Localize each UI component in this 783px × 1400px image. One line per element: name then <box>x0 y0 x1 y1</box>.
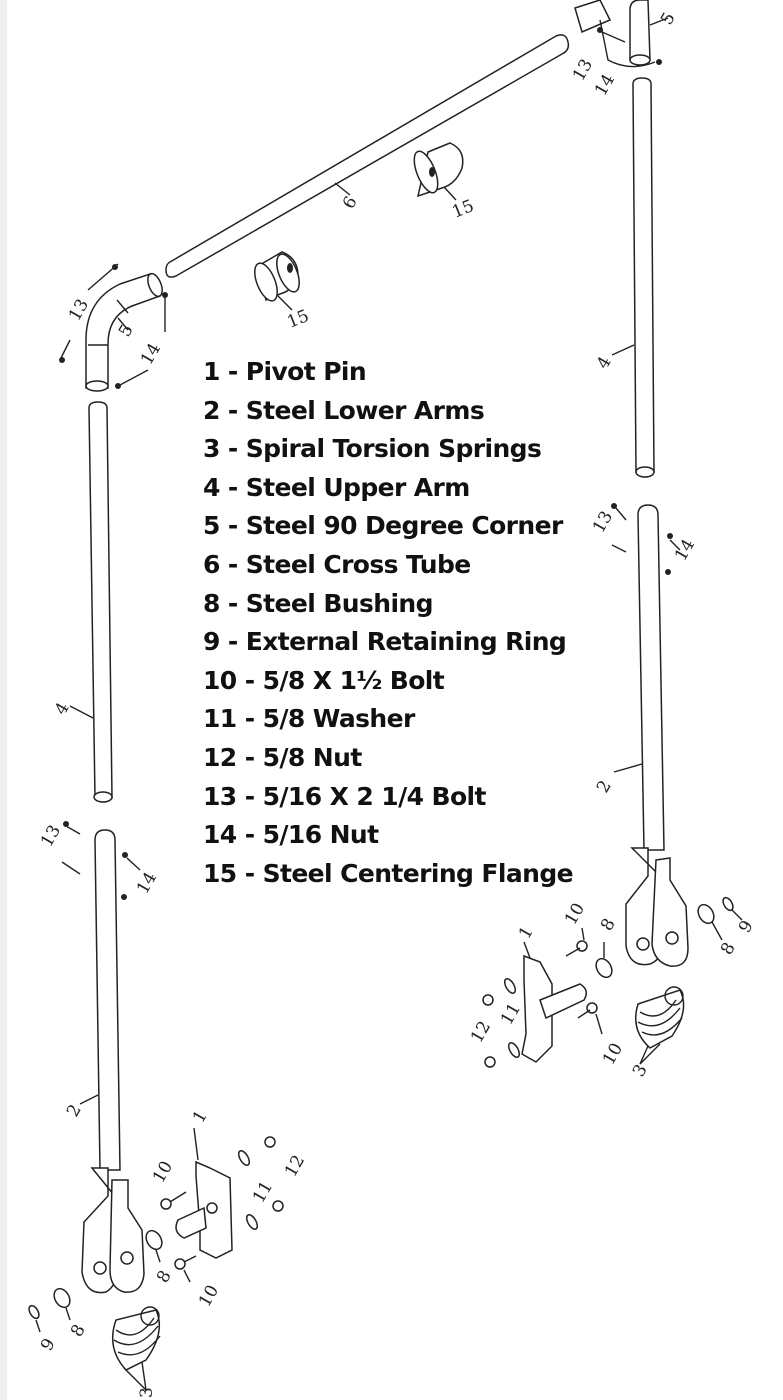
legend-item-bolt-5-8: 10 - 5/8 X 1½ Bolt <box>203 665 445 695</box>
legend-item-nut-5-8: 12 - 5/8 Nut <box>203 742 362 772</box>
legend-item-bolt-5-16: 13 - 5/16 X 2 1/4 Bolt <box>203 781 486 811</box>
callout-14-right-arm: 14 <box>671 536 699 565</box>
callout-13-tr: 13 <box>569 56 597 85</box>
callout-1-right: 1 <box>515 923 538 942</box>
callout-11-right: 11 <box>497 1000 525 1029</box>
callout-5-tr: 5 <box>657 9 680 28</box>
right-lower-arm: 13 14 2 <box>589 503 699 967</box>
callout-12-right: 12 <box>467 1018 495 1047</box>
callout-11-left: 11 <box>249 1178 277 1207</box>
callout-10-left-lower: 10 <box>195 1282 223 1311</box>
right-hardware: 1 10 10 8 8 9 12 11 <box>467 896 758 1081</box>
callout-12-left: 12 <box>281 1152 309 1181</box>
callout-5-tl: 5 <box>115 321 138 340</box>
centering-flange-lower: 15 <box>254 251 312 333</box>
centering-flange-upper: 15 <box>413 142 477 223</box>
callout-8-right-b: 8 <box>717 939 740 958</box>
callout-2-right: 2 <box>593 777 616 796</box>
legend-item-nut-5-16: 14 - 5/16 Nut <box>203 820 379 850</box>
callout-14-tl: 14 <box>137 340 165 369</box>
legend-item-steel-bushing: 8 - Steel Bushing <box>203 588 434 618</box>
legend-item-external-retaining-ring: 9 - External Retaining Ring <box>203 627 567 657</box>
callout-10-right-upper: 10 <box>561 900 589 929</box>
right-upper-arm: 4 <box>593 77 655 478</box>
legend-item-pivot-pin: 1 - Pivot Pin <box>203 357 367 386</box>
callout-9-left: 9 <box>37 1335 60 1354</box>
callout-3-left: 3 <box>137 1387 157 1398</box>
left-upper-arm: 4 <box>51 401 113 803</box>
callout-13-right-arm: 13 <box>589 508 617 537</box>
legend-item-steel-cross-tube: 6 - Steel Cross Tube <box>203 549 471 579</box>
legend-item-steel-lower-arms: 2 - Steel Lower Arms <box>203 395 485 425</box>
legend-item-spiral-torsion-springs: 3 - Spiral Torsion Springs <box>203 434 542 464</box>
legend-item-washer-5-8: 11 - 5/8 Washer <box>203 704 415 734</box>
callout-14-tr: 14 <box>591 71 619 100</box>
callout-8-left-b: 8 <box>67 1321 90 1340</box>
legend-item-steel-90-degree-corner: 5 - Steel 90 Degree Corner <box>203 511 563 541</box>
legend-item-steel-upper-arm: 4 - Steel Upper Arm <box>203 472 470 502</box>
corner-top-left: 13 5 14 <box>59 263 168 392</box>
torsion-spring-right <box>635 986 685 1065</box>
callout-10-left-upper: 10 <box>149 1158 177 1187</box>
callout-15-lower: 15 <box>284 306 312 333</box>
torsion-spring-left <box>111 1306 161 1391</box>
legend-item-steel-centering-flange: 15 - Steel Centering Flange <box>203 858 574 888</box>
callout-13-left-arm: 13 <box>37 822 65 851</box>
callout-14-left-arm: 14 <box>133 869 161 898</box>
callout-8-left-a: 8 <box>153 1267 176 1286</box>
callout-2-left: 2 <box>63 1101 86 1120</box>
page-edge-strip <box>0 0 7 1400</box>
callout-10-right-lower: 10 <box>599 1040 627 1069</box>
corner-top-right: 5 13 14 <box>569 0 680 100</box>
parts-legend: 1 - Pivot Pin 2 - Steel Lower Arms 3 - S… <box>203 353 574 893</box>
callout-6: 6 <box>339 193 362 212</box>
left-lower-arm: 13 14 2 <box>37 821 161 1294</box>
callout-4-right: 4 <box>593 353 616 372</box>
left-hardware: 1 10 10 11 12 8 8 9 3 <box>28 1107 309 1398</box>
cross-tube: 6 <box>165 34 570 278</box>
callout-1-left: 1 <box>189 1107 212 1126</box>
callout-4-left: 4 <box>51 699 74 718</box>
callout-15-upper: 15 <box>449 196 477 223</box>
callout-9-right: 9 <box>735 917 758 936</box>
callout-8-right-a: 8 <box>597 915 620 934</box>
